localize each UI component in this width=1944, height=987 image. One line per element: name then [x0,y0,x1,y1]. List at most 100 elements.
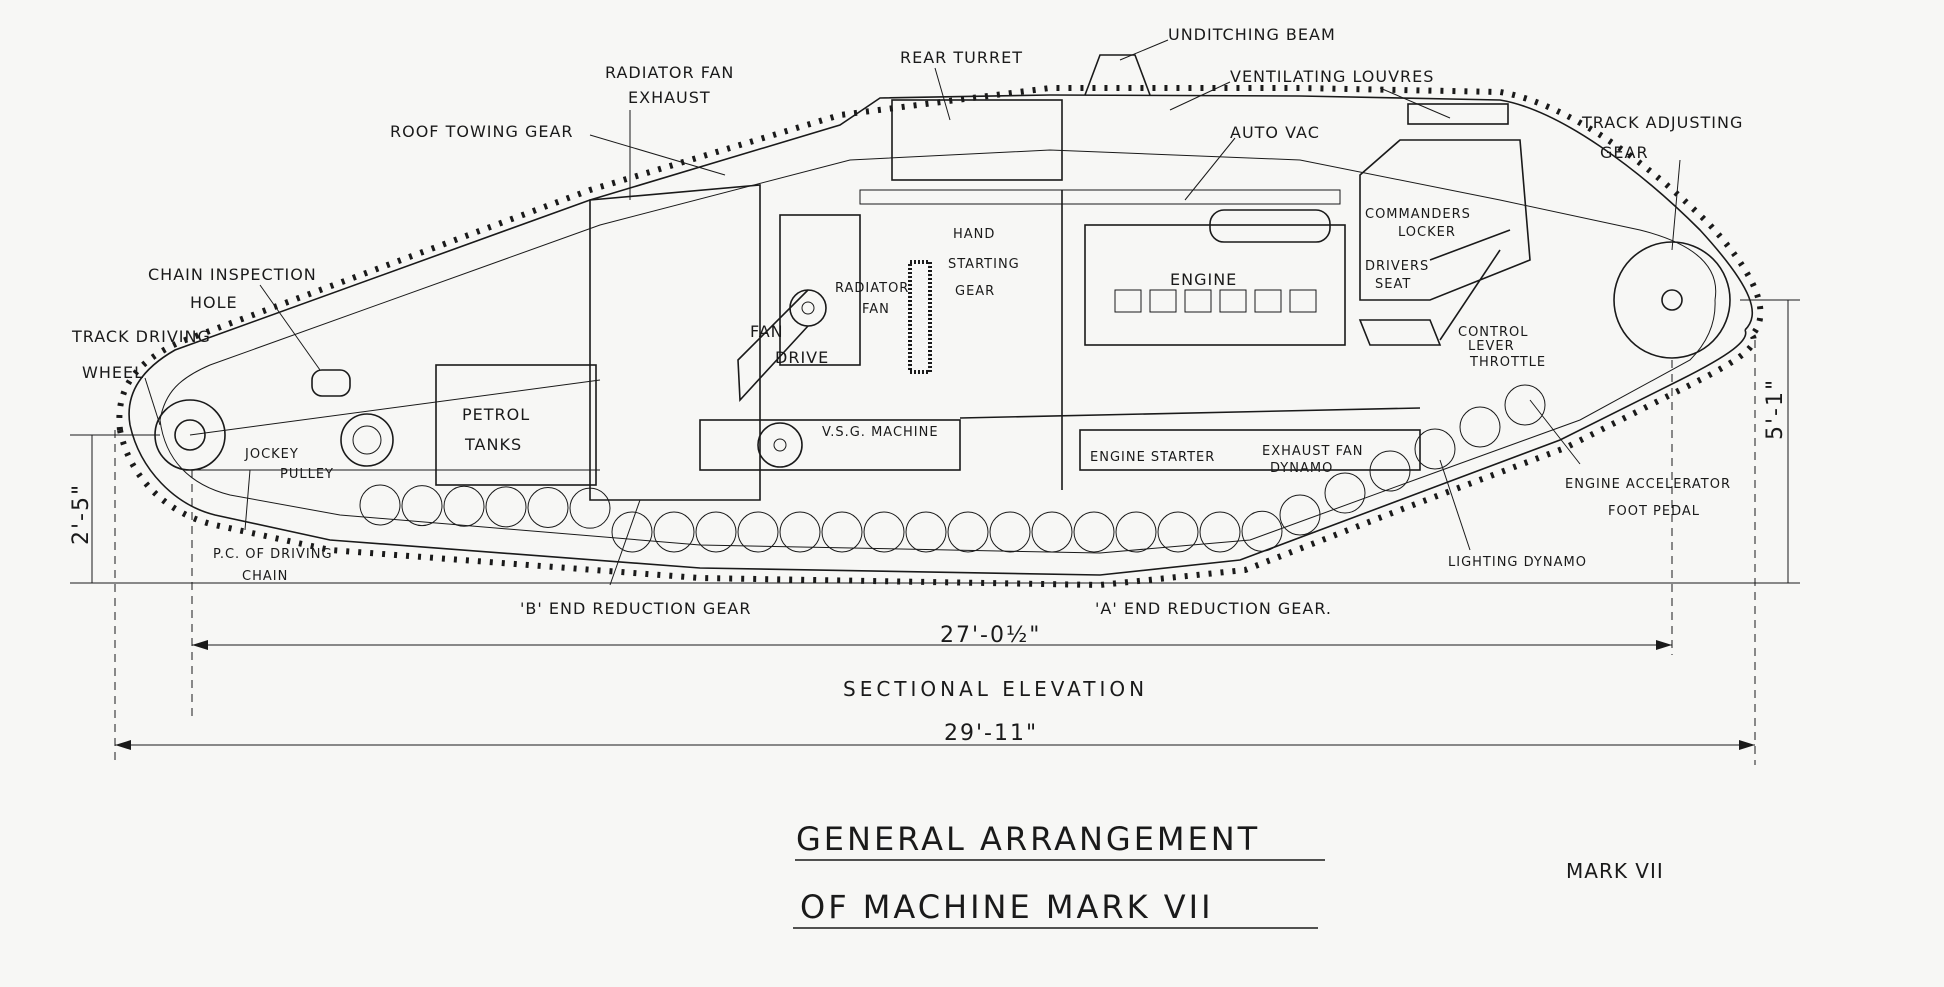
label-drivers-seat-2: SEAT [1375,277,1411,292]
title-line-1: GENERAL ARRANGEMENT [796,820,1260,858]
superstructure [589,54,1531,501]
label-roof-towing-gear: ROOF TOWING GEAR [390,122,574,141]
label-lighting-dynamo: LIGHTING DYNAMO [1448,555,1587,570]
drivers-seat [1358,319,1442,346]
mark-label: MARK VII [1566,859,1664,883]
exhaust-pipe [1209,209,1331,243]
dim-inner-arrow-left [192,640,208,650]
track-roller [653,511,695,553]
dim-height-front: 5'-1" [1763,378,1788,440]
label-radiator-fan-1: RADIATOR [835,281,909,296]
label-exhaust-fan-2: DYNAMO [1270,461,1333,476]
label-pc-driving-chain-2: CHAIN [242,569,288,584]
engine-block [1084,224,1346,346]
part-labels: REAR TURRET UNDITCHING BEAM VENTILATING … [71,25,1743,618]
engine-starter-frame [1079,429,1421,471]
vsg-flywheel [757,422,803,468]
track-roller [1279,494,1321,536]
label-petrol-tanks-1: PETROL [462,405,530,424]
hull-upper-profile [128,94,1754,426]
track-roller [863,511,905,553]
label-control-lever-2: LEVER [1468,339,1515,354]
label-track-driving-1: TRACK DRIVING [71,327,211,346]
dim-height-rear: 2'-5" [69,483,94,545]
label-b-end-reduction: 'B' END REDUCTION GEAR [520,599,751,618]
label-radiator-fan-2: FAN [862,302,890,317]
hull-lower-profile [129,329,1747,576]
track-roller [1073,511,1115,553]
dimension-lines [70,299,1800,765]
radiator-core [908,260,932,374]
label-track-adjusting-2: GEAR [1600,143,1649,162]
label-track-adjusting-1: TRACK ADJUSTING [1581,113,1743,132]
track-inner-lower [159,299,1716,554]
petrol-tanks [435,364,597,486]
track-roller [359,484,401,526]
chain-inspection-hole [311,369,351,397]
label-hand-starting-3: GEAR [955,284,995,299]
label-control-lever-3: THROTTLE [1469,355,1546,370]
label-petrol-tanks-2: TANKS [464,435,522,454]
track-roller [779,511,821,553]
label-pc-driving-chain-1: P.C. OF DRIVING [213,547,333,562]
dim-length-overall: 29'-11" [944,721,1038,746]
track-adjusting-idler-hub [1661,289,1683,311]
track-roller [1324,472,1366,514]
vsg-flywheel-hub [773,438,787,452]
label-chain-inspection-2: HOLE [190,293,238,312]
track-roller [1031,511,1073,553]
radiator-fan-hub [801,301,815,315]
driveshaft [959,407,1421,419]
label-jockey-pulley-2: PULLEY [280,467,334,482]
track-roller [1414,428,1456,470]
label-engine-accelerator-1: ENGINE ACCELERATOR [1565,477,1731,492]
label-rear-turret: REAR TURRET [900,48,1023,67]
label-control-lever-1: CONTROL [1458,325,1528,340]
track-roller [485,486,527,528]
track-roller [989,511,1031,553]
cab-front [1359,139,1531,301]
dim-inner-arrow-right [1656,640,1672,650]
dim-overall-arrow-right [1739,740,1755,750]
track-roller [1115,511,1157,553]
jockey-pulley-hub [352,425,382,455]
roof-rail [859,189,1341,205]
label-track-driving-2: WHEEL [82,363,144,382]
title-block: SECTIONAL ELEVATION GENERAL ARRANGEMENT … [793,677,1664,929]
label-commanders-locker-2: LOCKER [1398,225,1456,240]
track-roller [569,487,611,529]
hull-outline [116,85,1764,589]
track-roller [443,485,485,527]
track-roller [821,511,863,553]
fan-drive-belt [737,289,809,402]
radiator-block [779,214,861,366]
control-lever [1439,249,1501,341]
track-roller [401,485,443,527]
track-roller [947,511,989,553]
track-driving-wheel-hub [174,419,206,451]
track-roller [737,511,779,553]
track-roller [1369,450,1411,492]
dimension-text: 2'-5" 5'-1" 27'-0½" 29'-11" [69,378,1788,746]
unditching-beam-post [1084,54,1151,96]
label-engine-accelerator-2: FOOT PEDAL [1608,504,1700,519]
track-roller [905,511,947,553]
vsg-machine [699,419,961,471]
label-fan-drive-1: FAN [750,322,784,341]
dim-overall-arrow-left [115,740,131,750]
label-fan-drive-2: DRIVE [775,348,829,367]
driving-chain-line [189,379,601,436]
label-exhaust-fan-1: EXHAUST FAN [1262,444,1364,459]
label-hand-starting-2: STARTING [948,257,1020,272]
track-links-upper [116,85,1764,431]
label-ventilating-louvres: VENTILATING LOUVRES [1230,67,1434,86]
title-line-2: OF MACHINE MARK VII [800,888,1214,926]
label-unditching-beam: UNDITCHING BEAM [1168,25,1336,44]
radiator-roof [589,184,761,501]
track-roller [1199,511,1241,553]
caption-sectional-elevation: SECTIONAL ELEVATION [843,677,1148,701]
label-vsg-machine: V.S.G. MACHINE [822,425,939,440]
wheels [154,241,1731,553]
radiator-fan-wheel [789,289,827,327]
